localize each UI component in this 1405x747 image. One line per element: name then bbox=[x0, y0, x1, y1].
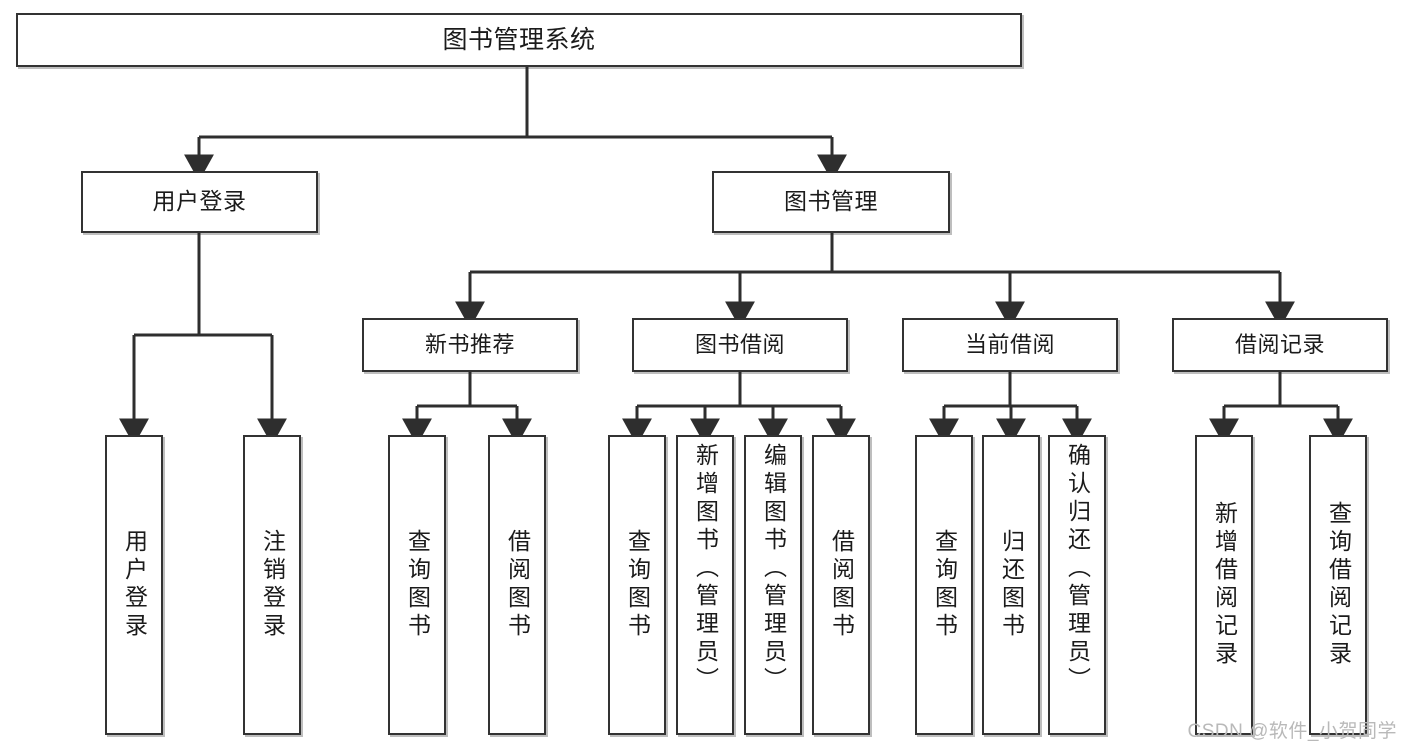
node-new-book-recommend[interactable]: 新书推荐 bbox=[362, 318, 578, 372]
node-label: 注销登录 bbox=[259, 529, 286, 641]
csdn-watermark: CSDN @软件_小贺同学 bbox=[1187, 721, 1397, 742]
node-label: 新增图书（管理员） bbox=[692, 443, 719, 695]
node-label: 图书借阅 bbox=[694, 331, 785, 357]
leaf-user-login[interactable]: 用户登录 bbox=[105, 435, 163, 735]
leaf-add-borrow-record[interactable]: 新增借阅记录 bbox=[1195, 435, 1253, 735]
node-label: 查询图书 bbox=[404, 529, 431, 641]
node-label: 借阅记录 bbox=[1234, 331, 1325, 357]
node-label: 新增借阅记录 bbox=[1211, 501, 1238, 669]
node-label: 确认归还（管理员） bbox=[1064, 443, 1091, 695]
node-label: 借阅图书 bbox=[504, 529, 531, 641]
node-label: 查询借阅记录 bbox=[1325, 501, 1352, 669]
node-label: 查询图书 bbox=[624, 529, 651, 641]
node-label: 新书推荐 bbox=[424, 331, 515, 357]
leaf-logout-login[interactable]: 注销登录 bbox=[243, 435, 301, 735]
node-label: 编辑图书（管理员） bbox=[760, 443, 787, 695]
node-label: 用户登录 bbox=[152, 188, 247, 215]
leaf-return-book[interactable]: 归还图书 bbox=[982, 435, 1040, 735]
leaf-query-borrow-record[interactable]: 查询借阅记录 bbox=[1309, 435, 1367, 735]
node-borrow-record[interactable]: 借阅记录 bbox=[1172, 318, 1388, 372]
leaf-query-book-recommend[interactable]: 查询图书 bbox=[388, 435, 446, 735]
leaf-confirm-return-admin[interactable]: 确认归还（管理员） bbox=[1048, 435, 1106, 735]
node-book-borrow[interactable]: 图书借阅 bbox=[632, 318, 848, 372]
node-label: 用户登录 bbox=[121, 529, 148, 641]
node-root-system[interactable]: 图书管理系统 bbox=[16, 13, 1022, 67]
leaf-borrow-book-recommend[interactable]: 借阅图书 bbox=[488, 435, 546, 735]
node-label: 图书管理 bbox=[784, 188, 878, 215]
leaf-add-book-admin[interactable]: 新增图书（管理员） bbox=[676, 435, 734, 735]
leaf-query-book-borrow[interactable]: 查询图书 bbox=[608, 435, 666, 735]
node-current-borrow[interactable]: 当前借阅 bbox=[902, 318, 1118, 372]
leaf-borrow-book[interactable]: 借阅图书 bbox=[812, 435, 870, 735]
node-label: 图书管理系统 bbox=[442, 26, 596, 54]
node-user-login[interactable]: 用户登录 bbox=[81, 171, 318, 233]
node-label: 借阅图书 bbox=[828, 529, 855, 641]
leaf-edit-book-admin[interactable]: 编辑图书（管理员） bbox=[744, 435, 802, 735]
node-label: 查询图书 bbox=[931, 529, 958, 641]
leaf-query-book-current[interactable]: 查询图书 bbox=[915, 435, 973, 735]
node-label: 当前借阅 bbox=[964, 331, 1055, 357]
node-book-manage[interactable]: 图书管理 bbox=[712, 171, 950, 233]
node-label: 归还图书 bbox=[998, 529, 1025, 641]
